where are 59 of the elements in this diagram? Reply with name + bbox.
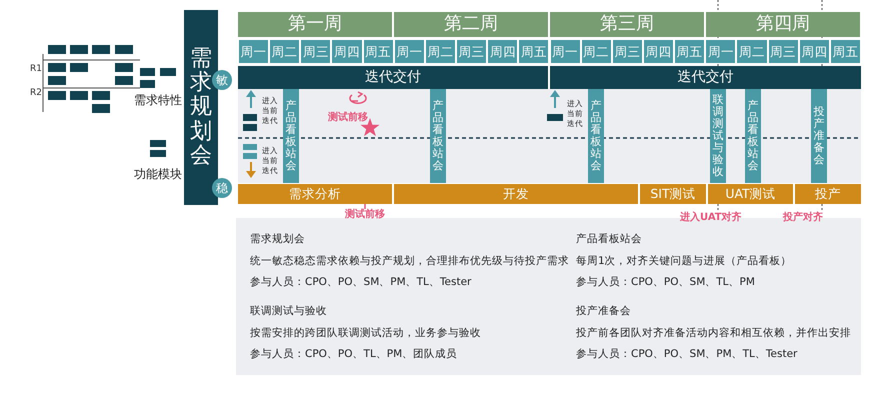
row-label: R1 bbox=[30, 64, 42, 74]
week-header: 第二周 bbox=[394, 12, 548, 37]
day-header: 周一 bbox=[706, 40, 736, 63]
week-header: 第一周 bbox=[238, 12, 392, 37]
phase-bar: UAT测试 bbox=[708, 184, 793, 204]
day-header: 周四 bbox=[488, 40, 518, 63]
participants-text: 参与人员：CPO、PO、SM、TL、PM bbox=[576, 277, 755, 288]
day-header: 周二 bbox=[582, 40, 611, 63]
phase-bar: SIT测试 bbox=[640, 184, 706, 204]
description-text: 按需安排的跨团队联调测试活动，业务参与验收 bbox=[250, 328, 481, 340]
day-header: 周五 bbox=[675, 40, 704, 63]
day-header: 周一 bbox=[239, 40, 268, 63]
day-header: 周五 bbox=[364, 40, 393, 63]
meeting-bar: 投产准备会 bbox=[811, 89, 827, 183]
description-text: 统一敏态稳态需求依赖与投产规划，合理排布优先级与待投产需求 bbox=[250, 256, 569, 268]
circle-badge: 稳 bbox=[212, 178, 232, 198]
meeting-bar: 产品看板站会 bbox=[745, 89, 761, 183]
week-header: 第四周 bbox=[706, 12, 860, 37]
meeting-bar: 产品看板站会 bbox=[588, 89, 604, 183]
section-heading: 需求规划会 bbox=[250, 234, 305, 246]
caption-text: 需求特性 bbox=[134, 92, 182, 109]
meeting-bar: 产品看板站会 bbox=[430, 89, 446, 183]
caption-text: 功能模块 bbox=[134, 166, 182, 183]
day-header: 周五 bbox=[519, 40, 548, 63]
description-text: 投产前各团队对齐准备活动内容和相互依赖，并作出安排 bbox=[576, 328, 851, 340]
section-heading: 产品看板站会 bbox=[576, 234, 642, 246]
day-header: 周一 bbox=[394, 40, 424, 63]
annotation-text: 测试前移 bbox=[345, 208, 385, 221]
day-header: 周二 bbox=[426, 40, 456, 63]
circle-badge: 敏 bbox=[212, 70, 232, 90]
row-label: R2 bbox=[30, 88, 42, 98]
meeting-bar: 产品看板站会 bbox=[283, 89, 299, 183]
day-header: 周四 bbox=[800, 40, 829, 63]
description-text: 每周1次，对齐关键问题与进展（产品看板） bbox=[576, 256, 792, 268]
week-header: 第三周 bbox=[550, 12, 704, 37]
participants-text: 参与人员：CPO、PO、SM、PM、TL、Tester bbox=[576, 349, 798, 360]
annotation-text: 投产对齐 bbox=[783, 210, 823, 224]
section-heading: 联调测试与验收 bbox=[250, 306, 327, 318]
iteration-bar: 迭代交付 bbox=[550, 66, 861, 89]
participants-text: 参与人员：CPO、PO、TL、PM、团队成员 bbox=[250, 349, 458, 360]
day-header: 周二 bbox=[270, 40, 300, 63]
day-header: 周三 bbox=[768, 40, 798, 63]
day-header: 周一 bbox=[550, 40, 580, 63]
phase-bar: 需求分析 bbox=[238, 184, 392, 204]
phase-bar: 投产 bbox=[795, 184, 861, 204]
day-header: 周四 bbox=[644, 40, 674, 63]
participants-text: 参与人员：CPO、PO、SM、PM、TL、Tester bbox=[250, 277, 472, 288]
day-header: 周四 bbox=[332, 40, 362, 63]
iteration-bar: 迭代交付 bbox=[238, 66, 548, 89]
phase-bar: 开发 bbox=[394, 184, 638, 204]
day-header: 周五 bbox=[830, 40, 860, 63]
meeting-bar: 联调测试与验收 bbox=[710, 89, 726, 183]
section-heading: 投产准备会 bbox=[576, 306, 631, 318]
day-header: 周二 bbox=[737, 40, 767, 63]
day-header: 周三 bbox=[457, 40, 486, 63]
day-header: 周三 bbox=[612, 40, 642, 63]
day-header: 周三 bbox=[301, 40, 330, 63]
annotation-text: 测试前移 bbox=[328, 110, 368, 124]
annotation-text: 进入UAT对齐 bbox=[680, 210, 742, 224]
